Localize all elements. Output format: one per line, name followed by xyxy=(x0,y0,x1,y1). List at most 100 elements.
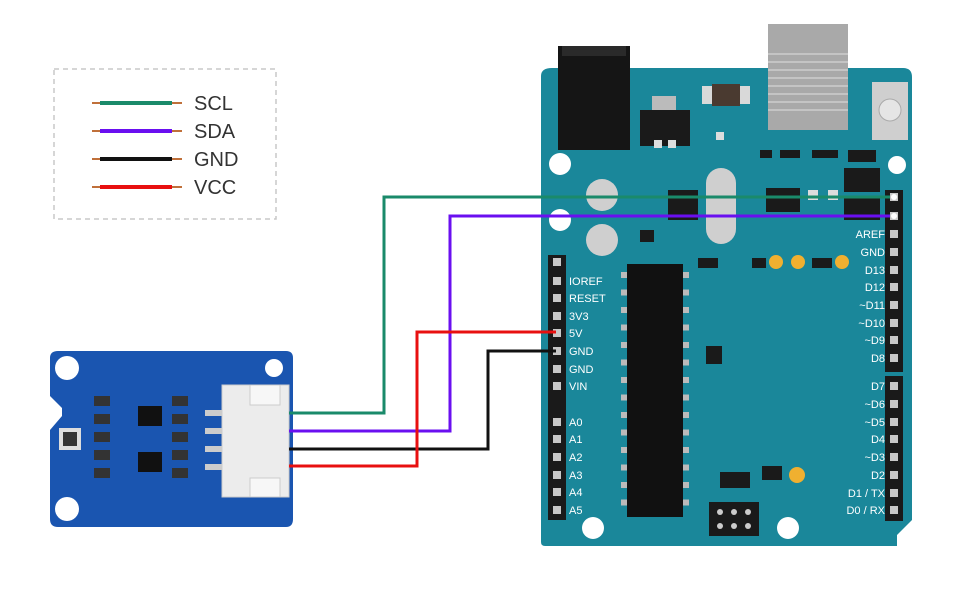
mcu-pin xyxy=(683,324,689,331)
led-indicator xyxy=(835,255,849,269)
header-pin xyxy=(890,354,898,362)
header-pin xyxy=(553,294,561,302)
led-indicator xyxy=(789,467,805,483)
mounting-hole xyxy=(55,497,79,521)
mcu-pin xyxy=(683,499,689,506)
mcu-pin xyxy=(621,307,627,313)
header-pin xyxy=(553,365,561,373)
header-pin xyxy=(890,435,898,443)
left-pin-label: A5 xyxy=(569,505,582,517)
right-header-lower xyxy=(885,376,903,521)
mounting-hole xyxy=(265,359,283,377)
mcu-pin xyxy=(683,289,689,296)
right-pin-label: ~D3 xyxy=(865,452,886,464)
left-pin-label: 5V xyxy=(569,328,583,340)
left-pin-label: IOREF xyxy=(569,276,603,288)
header-pin xyxy=(890,319,898,327)
legend-item-vcc: VCC xyxy=(92,177,236,199)
mounting-hole xyxy=(888,156,906,174)
mcu-pin xyxy=(683,447,689,453)
mounting-hole xyxy=(777,517,799,539)
sensor-connector-pins xyxy=(205,410,235,470)
right-pin-label: GND xyxy=(861,247,886,259)
wire-sda xyxy=(289,214,890,433)
mcu-pin xyxy=(621,324,627,331)
header-pin xyxy=(553,258,561,266)
header-pin xyxy=(553,506,561,514)
capacitor xyxy=(586,179,618,211)
header-pin xyxy=(890,336,898,344)
header-pin xyxy=(553,347,561,355)
wire-end-scl xyxy=(891,194,897,200)
mcu-pin xyxy=(683,342,689,348)
mcu-pin xyxy=(683,429,689,436)
right-pin-label: D4 xyxy=(871,434,885,446)
header-pin xyxy=(553,488,561,496)
left-pin-label: A0 xyxy=(569,417,582,429)
header-pin xyxy=(890,266,898,274)
mcu-pin xyxy=(621,359,627,366)
mcu-pin xyxy=(683,464,689,471)
right-pin-label: ~D11 xyxy=(859,300,885,312)
mcu-pin xyxy=(621,342,627,348)
header-pin xyxy=(553,435,561,443)
header-pin xyxy=(553,382,561,390)
header-pin xyxy=(890,283,898,291)
header-pin xyxy=(890,453,898,461)
header-pin xyxy=(553,453,561,461)
right-header-upper xyxy=(885,190,903,372)
header-pin xyxy=(890,418,898,426)
left-pin-label: A2 xyxy=(569,452,582,464)
left-pin-label: GND xyxy=(569,364,594,376)
left-pin-label: 3V3 xyxy=(569,311,589,323)
header-pin xyxy=(890,471,898,479)
header-pin xyxy=(553,471,561,479)
wires xyxy=(289,195,890,468)
legend-label-scl: SCL xyxy=(194,93,233,115)
left-pin-label: A3 xyxy=(569,470,582,482)
right-pin-labels: AREFGNDD13D12~D11~D10~D9D8D7~D6~D5D4~D3D… xyxy=(846,229,885,517)
legend-label-vcc: VCC xyxy=(194,177,236,199)
legend-label-sda: SDA xyxy=(194,121,236,143)
reset-button-cap[interactable] xyxy=(878,98,902,122)
left-pin-label: A1 xyxy=(569,434,582,446)
wire-end-sda xyxy=(891,213,897,219)
wire-vcc xyxy=(289,330,556,468)
mcu-pin xyxy=(683,482,689,488)
left-pin-label: GND xyxy=(569,346,594,358)
header-pin xyxy=(890,248,898,256)
icsp-header-bottom xyxy=(709,502,759,536)
mounting-hole xyxy=(55,356,79,380)
smd-pads xyxy=(654,132,838,200)
header-pin xyxy=(553,329,561,337)
led-indicator xyxy=(791,255,805,269)
right-pin-label: D0 / RX xyxy=(846,505,885,517)
right-pin-label: D1 / TX xyxy=(848,488,886,500)
capacitor xyxy=(586,224,618,256)
sensor-board xyxy=(50,351,293,527)
mcu-pin xyxy=(683,307,689,313)
header-pin xyxy=(890,506,898,514)
legend-frame xyxy=(53,68,277,220)
right-pin-label: D13 xyxy=(865,265,885,277)
right-pin-label: D8 xyxy=(871,353,885,365)
wire-scl xyxy=(289,195,890,415)
legend-item-scl: SCL xyxy=(92,93,233,115)
right-pin-label: D2 xyxy=(871,470,885,482)
mcu-pin xyxy=(683,272,689,278)
header-pin xyxy=(553,277,561,285)
right-pin-label: ~D5 xyxy=(865,417,886,429)
left-pin-label: VIN xyxy=(569,381,587,393)
left-pin-label: A4 xyxy=(569,487,582,499)
header-pin xyxy=(553,312,561,320)
mcu-pin xyxy=(621,289,627,296)
power-jack xyxy=(558,46,630,150)
mcu-pin xyxy=(621,394,627,401)
left-pin-label: RESET xyxy=(569,293,606,305)
header-pin xyxy=(553,418,561,426)
header-pin xyxy=(890,382,898,390)
header-pin xyxy=(890,400,898,408)
